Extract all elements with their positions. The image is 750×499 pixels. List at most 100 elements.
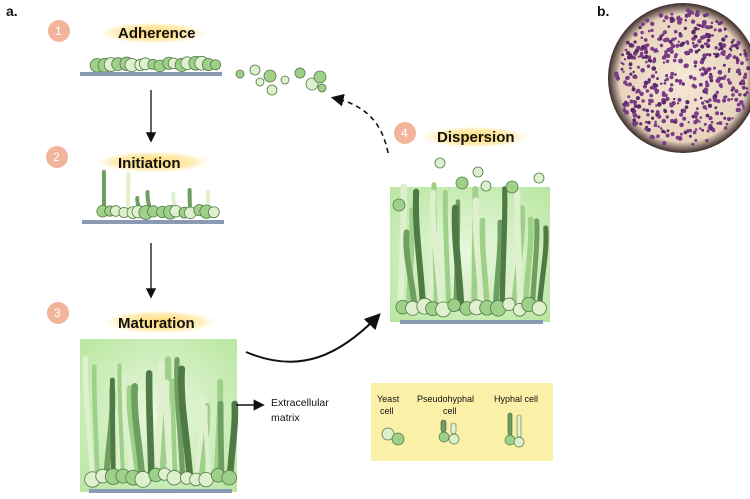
micrograph-cell (691, 29, 696, 35)
micrograph-cell (637, 55, 640, 58)
legend-hyphal-label: Hyphal cell (494, 394, 538, 404)
micrograph-cell (708, 74, 714, 80)
micrograph-cell (673, 29, 678, 34)
hypha (406, 207, 415, 311)
micrograph-cell (676, 16, 681, 21)
yeast-cell (249, 64, 261, 76)
micrograph-cell (644, 49, 648, 53)
micrograph-cell (727, 80, 733, 85)
micrograph-cell (704, 80, 709, 84)
micrograph-cell (706, 129, 710, 133)
yeast-cell (533, 172, 545, 184)
micrograph-cell (677, 97, 682, 102)
step-1-title: Adherence (118, 25, 196, 42)
micrograph-cell (645, 125, 649, 129)
micrograph-cell (731, 117, 734, 120)
yeast-cell (280, 75, 290, 85)
micrograph-cell (669, 103, 674, 108)
micrograph-cell (625, 75, 630, 80)
micrograph-cell (731, 93, 735, 97)
micrograph-cell (688, 10, 694, 15)
micrograph-cell (620, 61, 623, 64)
micrograph-cell (675, 135, 680, 140)
micrograph-cell (657, 125, 660, 128)
micrograph-cell (637, 115, 641, 119)
adherence-yeast-cells (89, 55, 222, 73)
micrograph-cell (679, 122, 684, 128)
micrograph-cell (745, 58, 749, 61)
micrograph-cell (659, 43, 664, 48)
micrograph-cell (704, 99, 707, 102)
micrograph-cell (725, 55, 730, 60)
step-1-number: 1 (55, 24, 62, 38)
micrograph-cell (660, 82, 663, 86)
micrograph-cell (622, 63, 625, 66)
hypha (451, 204, 465, 312)
yeast-cell (221, 470, 237, 486)
micrograph-cell (614, 74, 620, 79)
micrograph-cell (644, 120, 648, 124)
hypha (217, 400, 225, 481)
micrograph-cell (713, 93, 718, 99)
step-1-glow (98, 22, 208, 44)
micrograph-cell (731, 38, 735, 42)
micrograph-cell (655, 91, 659, 95)
micrograph-cell (706, 67, 711, 72)
micrograph-cell (627, 95, 631, 99)
micrograph-cell (709, 25, 713, 29)
micrograph-cell (695, 118, 699, 123)
micrograph-cell (692, 130, 697, 135)
micrograph-cell (682, 108, 687, 113)
hypha (226, 400, 239, 482)
micrograph-cell (657, 114, 662, 119)
micrograph-cell (711, 128, 716, 133)
step-3-glow (102, 310, 218, 334)
micrograph-cell (680, 42, 685, 47)
micrograph-cell (732, 55, 737, 59)
micrograph-cell (714, 46, 718, 50)
micrograph-cell (739, 100, 744, 105)
micrograph-cell (702, 105, 707, 110)
hypha (403, 229, 418, 311)
micrograph-cell (715, 52, 720, 58)
micrograph-cell (637, 65, 640, 69)
micrograph-cell (736, 68, 741, 73)
micrograph-cell (674, 118, 678, 122)
micrograph-cell (651, 116, 655, 120)
micrograph-cell (722, 76, 726, 80)
micrograph-cell (661, 33, 665, 37)
step-4-title: Dispersion (437, 129, 515, 146)
panel-b-label: b. (597, 3, 609, 19)
yeast-cell (294, 67, 306, 79)
micrograph-cell (686, 42, 690, 45)
micrograph-cell (680, 132, 683, 136)
micrograph-cell (735, 61, 739, 65)
hypha (193, 396, 206, 481)
yeast-cell (255, 77, 265, 87)
micrograph-cell (716, 99, 721, 104)
micrograph-cell (699, 96, 703, 100)
step-2-number: 2 (53, 150, 60, 164)
legend-hyphal-icon (504, 412, 525, 448)
micrograph-cell (649, 59, 653, 63)
micrograph-cell (699, 116, 703, 119)
micrograph-cell (633, 104, 638, 108)
micrograph-cell (734, 89, 739, 94)
micrograph-cell (702, 21, 707, 26)
micrograph-cell (687, 121, 690, 124)
micrograph-cell (688, 134, 692, 138)
micrograph-cell (703, 67, 706, 70)
micrograph-cell (678, 79, 683, 84)
micrograph-cell (741, 85, 746, 90)
micrograph-cell (715, 111, 720, 116)
micrograph-cell (641, 22, 645, 26)
micrograph-cell (634, 75, 638, 79)
micrograph-cell (620, 67, 624, 71)
hypha (177, 365, 194, 482)
micrograph-cell (696, 23, 700, 27)
micrograph-cell (727, 98, 731, 102)
micrograph-cell (694, 128, 698, 131)
arrow-4-to-1-dispersal (330, 93, 389, 154)
micrograph-cell (674, 73, 677, 76)
micrograph-cell (654, 83, 659, 88)
